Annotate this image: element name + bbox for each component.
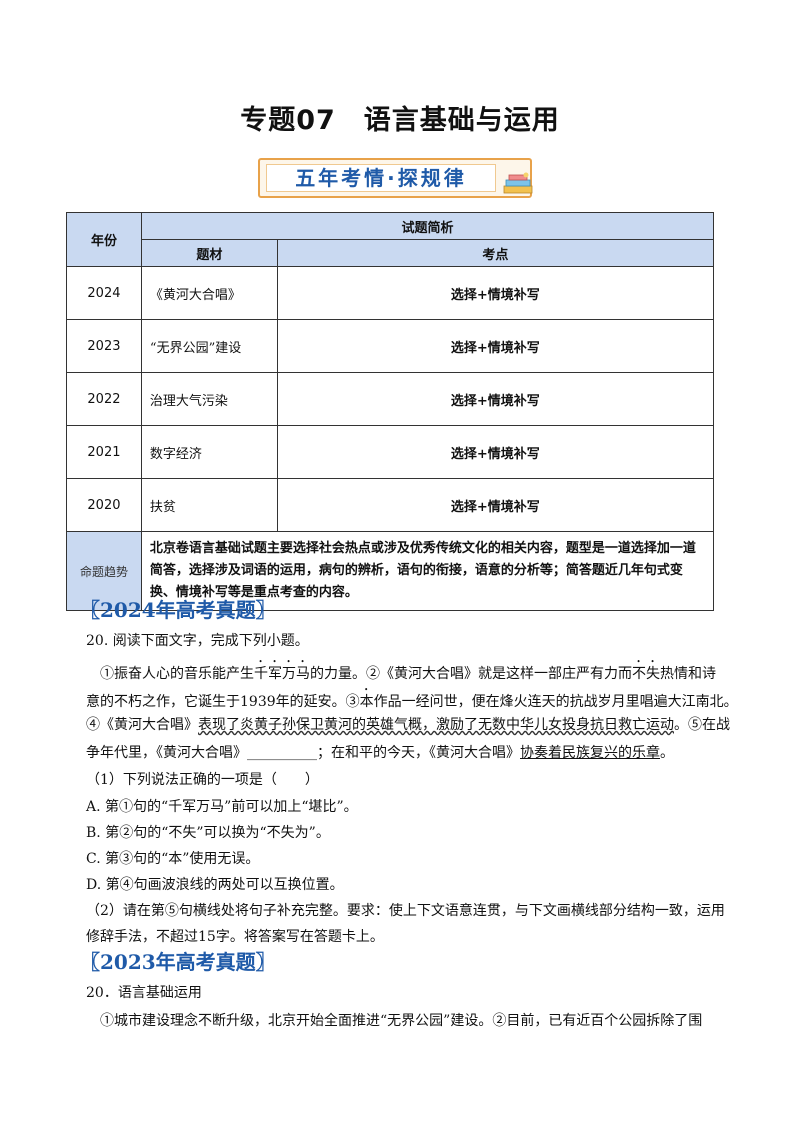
row-year: 2021 bbox=[66, 425, 142, 479]
option-d: D. 第④句画波浪线的两处可以互换位置。 bbox=[86, 877, 344, 893]
sub-question-1: （1）下列说法正确的一项是（ ） bbox=[86, 772, 319, 788]
passage-line: ④《黄河大合唱》表现了炎黄子孙保卫黄河的英雄气概，激励了无数中华儿女投身抗日救亡… bbox=[86, 714, 730, 734]
option-a: A. 第①句的“千军万马”前可以加上“堪比”。 bbox=[86, 799, 358, 815]
title-main: 语言基础与运用 bbox=[363, 105, 560, 136]
dotted-text: 千军万马 bbox=[254, 666, 310, 682]
row-point: 选择+情境补写 bbox=[276, 425, 715, 479]
text: 的力量。②《黄河大合唱》就是这样一部庄严有力而 bbox=[310, 666, 632, 682]
text: 。 bbox=[660, 745, 674, 761]
text: 热情和诗 bbox=[660, 666, 716, 682]
exam-analysis-table: 年份 试题简析 题材 考点 2024 《黄河大合唱》 选择+情境补写 2023 … bbox=[66, 212, 715, 611]
sub-question-2-cont: 修辞手法，不超过15字。将答案写在答题卡上。 bbox=[86, 929, 384, 945]
row-topic: 数字经济 bbox=[140, 425, 278, 479]
table-row: 2024 《黄河大合唱》 选择+情境补写 bbox=[66, 266, 715, 320]
row-year: 2023 bbox=[66, 319, 142, 373]
passage-line: 争年代里，《黄河大合唱》__________；在和平的今天，《黄河大合唱》协奏着… bbox=[86, 742, 674, 762]
dotted-text: 本 bbox=[359, 694, 374, 710]
table-row: 2023 “无界公园”建设 选择+情境补写 bbox=[66, 319, 715, 373]
row-topic: 《黄河大合唱》 bbox=[140, 266, 278, 320]
banner-text: 五年考情·探规律 bbox=[266, 164, 496, 192]
row-year: 2020 bbox=[66, 478, 142, 532]
header-year: 年份 bbox=[66, 212, 142, 267]
row-year: 2024 bbox=[66, 266, 142, 320]
passage-line: ①城市建设理念不断升级，北京开始全面推进“无界公园”建设。②目前，已有近百个公园… bbox=[100, 1013, 703, 1029]
underlined-text: 协奏着民族复兴的乐章 bbox=[520, 745, 660, 761]
section-heading-2024: 〖2024年高考真题〗 bbox=[80, 598, 276, 622]
section-banner: 五年考情·探规律 bbox=[258, 158, 533, 198]
row-point: 选择+情境补写 bbox=[276, 319, 715, 373]
books-icon bbox=[503, 172, 533, 194]
row-topic: 治理大气污染 bbox=[140, 372, 278, 426]
question-intro: 20．语言基础运用 bbox=[86, 985, 202, 1001]
row-topic: “无界公园”建设 bbox=[140, 319, 278, 373]
text: ①振奋人心的音乐能产生 bbox=[100, 666, 254, 682]
section-heading-2023: 〖2023年高考真题〗 bbox=[80, 950, 276, 974]
row-point: 选择+情境补写 bbox=[276, 266, 715, 320]
row-point: 选择+情境补写 bbox=[276, 372, 715, 426]
option-b: B. 第②句的“不失”可以换为“不失为”。 bbox=[86, 825, 330, 841]
answer-blank: __________ bbox=[247, 745, 317, 761]
text: 作品一经问世，便在烽火连天的抗战岁月里唱遍大江南北。 bbox=[373, 694, 738, 710]
table-row: 2020 扶贫 选择+情境补写 bbox=[66, 478, 715, 532]
row-topic: 扶贫 bbox=[140, 478, 278, 532]
text: 。⑤在战 bbox=[674, 717, 730, 733]
text: ④《黄河大合唱》 bbox=[86, 717, 198, 733]
header-point: 考点 bbox=[276, 239, 715, 267]
option-c: C. 第③句的“本”使用无误。 bbox=[86, 851, 260, 867]
row-year: 2022 bbox=[66, 372, 142, 426]
passage-line: 意的不朽之作，它诞生于1939年的延安。③本作品一经问世，便在烽火连天的抗战岁月… bbox=[86, 686, 738, 711]
text: ；在和平的今天，《黄河大合唱》 bbox=[317, 745, 520, 761]
trend-text: 北京卷语言基础试题主要选择社会热点或涉及优秀传统文化的相关内容，题型是一道选择加… bbox=[140, 531, 715, 611]
table-row: 2021 数字经济 选择+情境补写 bbox=[66, 425, 715, 479]
question-intro: 20. 阅读下面文字，完成下列小题。 bbox=[86, 633, 309, 649]
header-analysis: 试题简析 bbox=[140, 212, 715, 240]
title-prefix: 专题07 bbox=[240, 105, 336, 136]
wavy-underlined-text: 表现了炎黄子孙保卫黄河的英雄气概，激励了无数中华儿女投身抗日救亡运动 bbox=[198, 717, 674, 733]
text: 争年代里，《黄河大合唱》 bbox=[86, 745, 247, 761]
table-row: 2022 治理大气污染 选择+情境补写 bbox=[66, 372, 715, 426]
dotted-text: 不失 bbox=[632, 666, 660, 682]
text: 意的不朽之作，它诞生于1939年的延安。③ bbox=[86, 694, 360, 710]
header-topic: 题材 bbox=[140, 239, 278, 267]
row-point: 选择+情境补写 bbox=[276, 478, 715, 532]
sub-question-2: （2）请在第⑤句横线处将句子补充完整。要求：使上下文语意连贯，与下文画横线部分结… bbox=[86, 903, 725, 919]
page-title: 专题07 语言基础与运用 bbox=[0, 98, 800, 137]
passage-line: ①振奋人心的音乐能产生千军万马的力量。②《黄河大合唱》就是这样一部庄严有力而不失… bbox=[100, 658, 716, 683]
